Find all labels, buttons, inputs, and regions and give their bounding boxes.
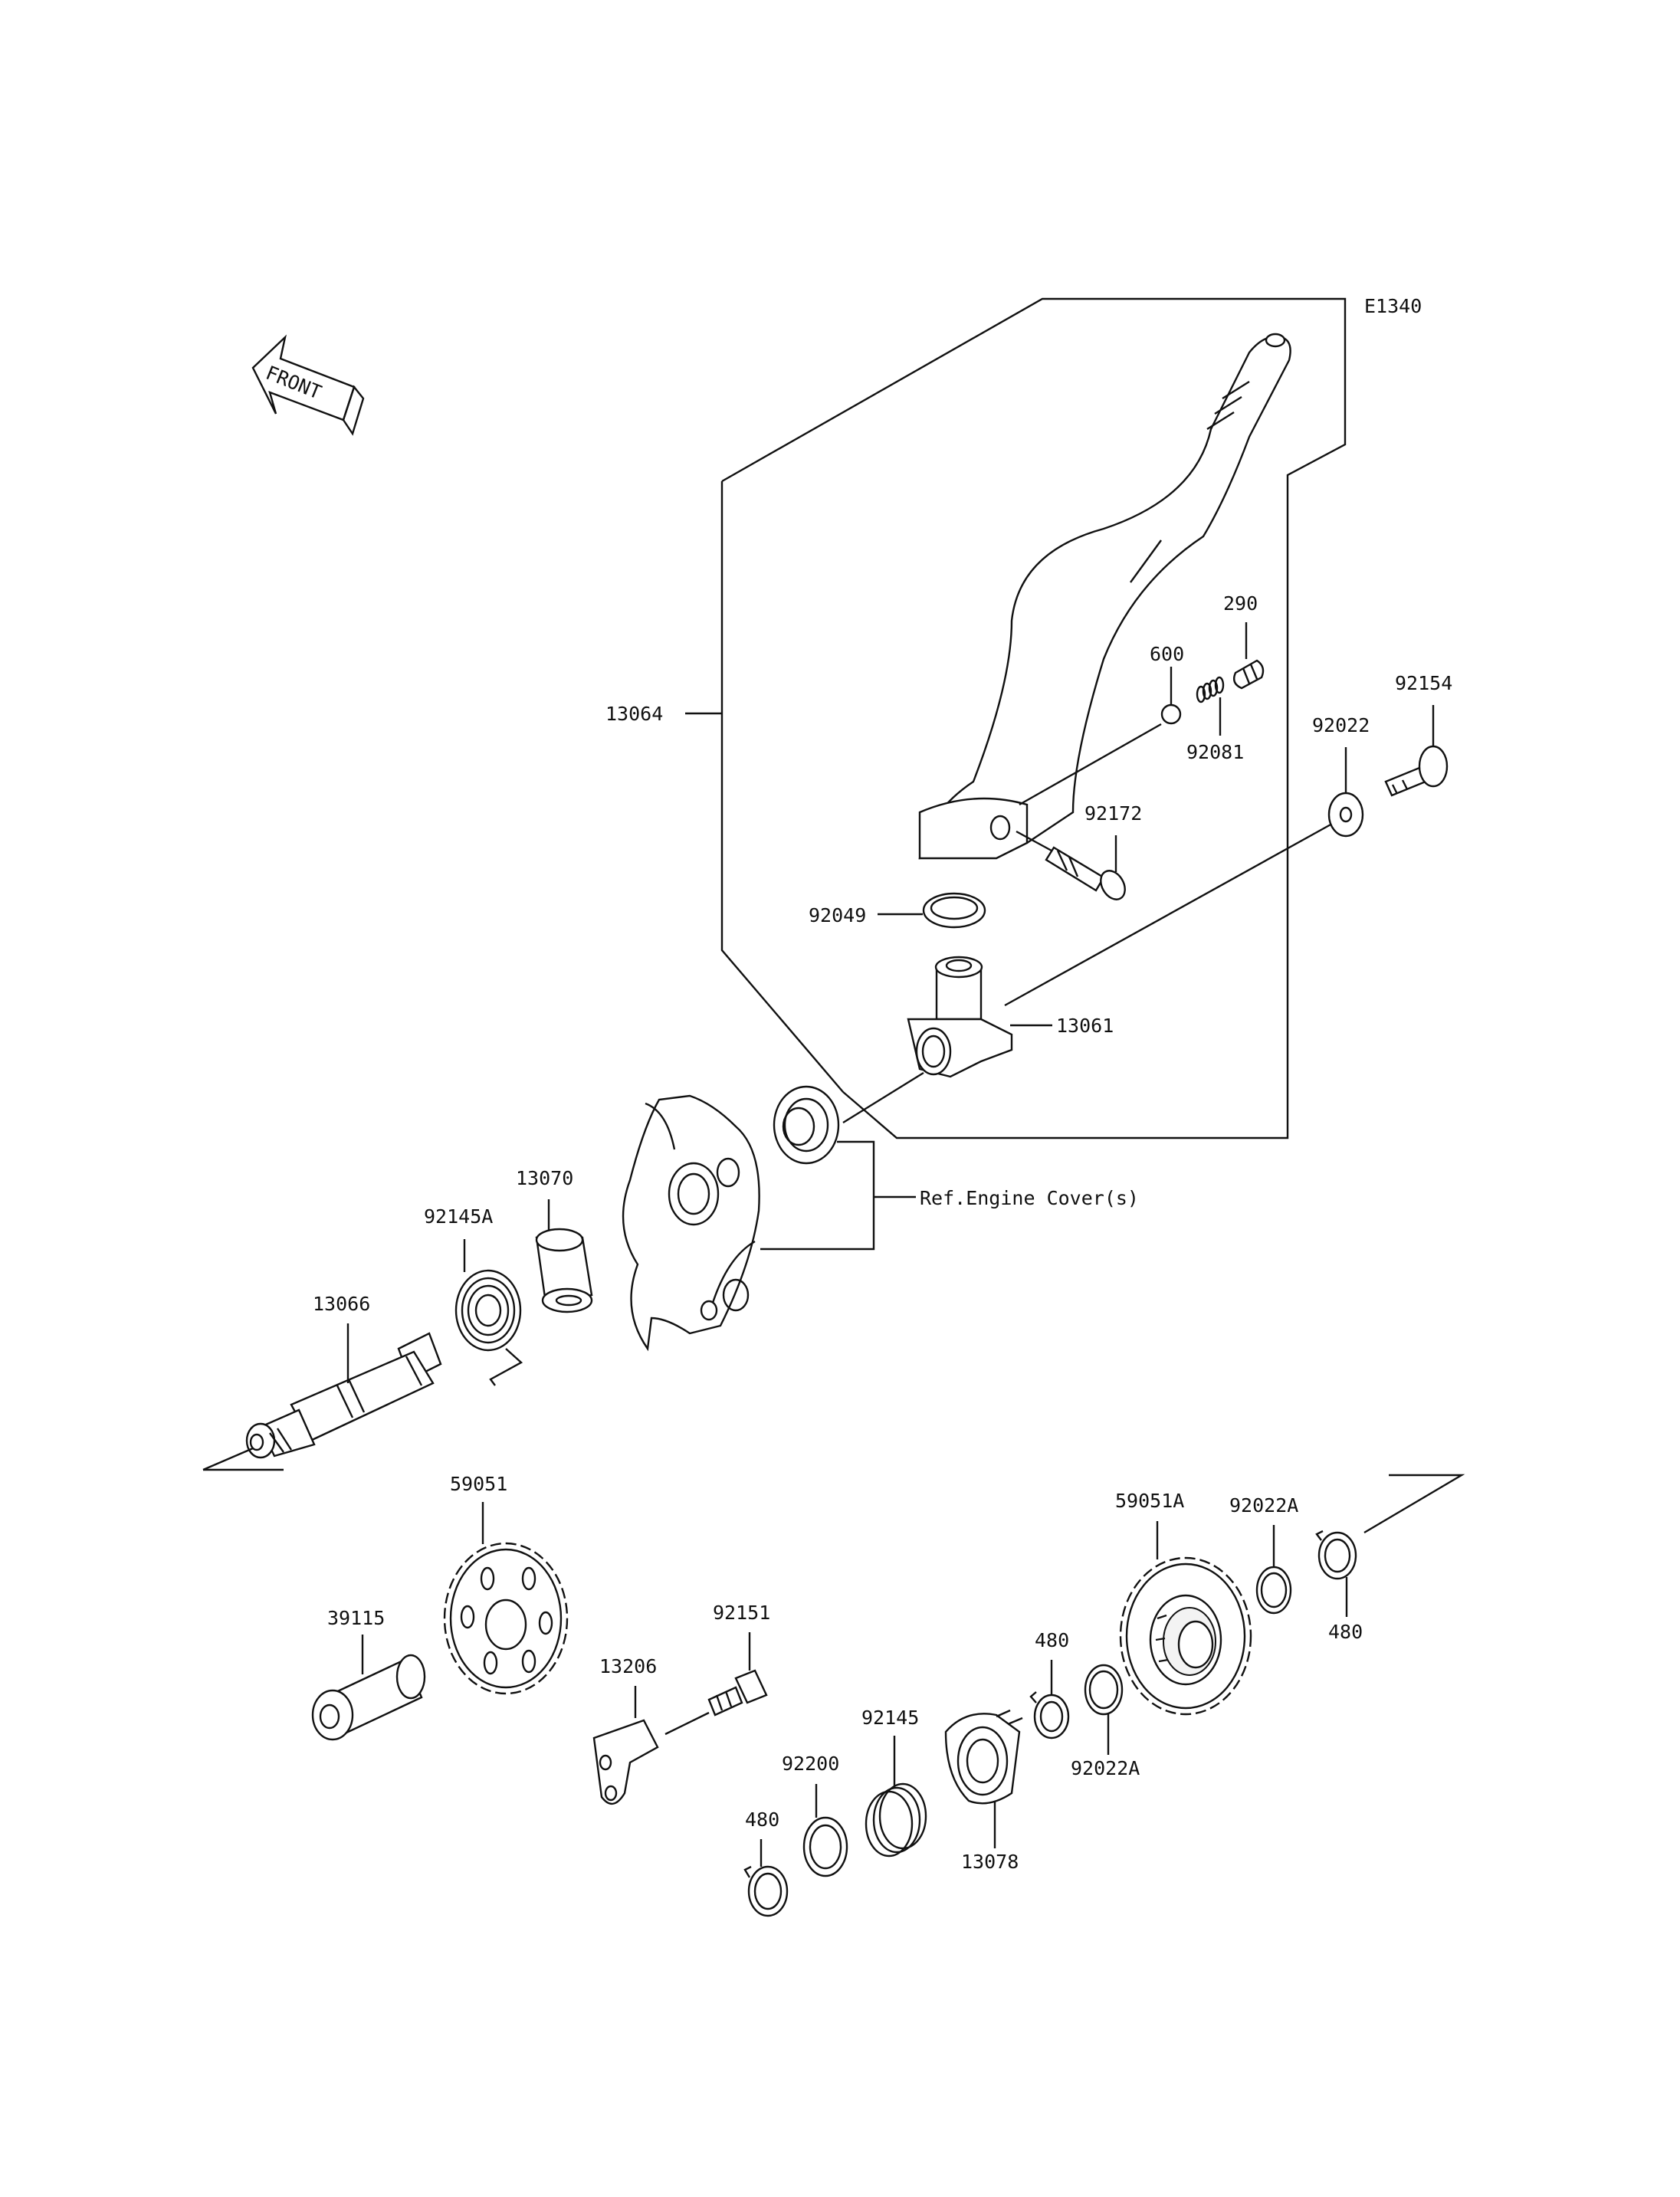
part-label-92022A-b: 92022A (1229, 1494, 1298, 1517)
part-label-290: 290 (1223, 592, 1258, 615)
ref-bracket (760, 1140, 916, 1251)
part-label-59051A: 59051A (1115, 1490, 1184, 1512)
bolt-92154 (1384, 745, 1449, 797)
circlip-480-c (1315, 1530, 1357, 1580)
front-arrow-icon: FRONT (251, 334, 365, 436)
engine-cover (622, 1094, 760, 1352)
part-label-92151: 92151 (713, 1602, 770, 1624)
axis-line-upper (1004, 822, 1333, 1007)
bracket-13206 (592, 1719, 659, 1805)
part-label-92145A: 92145A (424, 1205, 493, 1228)
steel-ball (1160, 703, 1182, 725)
leader-bolt-axis (1016, 830, 1052, 852)
circlip-480-b (1029, 1691, 1070, 1740)
part-label-92172: 92172 (1084, 802, 1142, 825)
pin-290 (1233, 659, 1265, 690)
axis-line-shaft (202, 1447, 254, 1471)
seal-ring-92049 (922, 892, 986, 929)
ref-engine-cover-label: Ref.Engine Cover(s) (920, 1187, 1139, 1209)
part-label-600: 600 (1150, 643, 1184, 665)
part-label-480-b: 480 (1035, 1629, 1069, 1651)
part-label-92145: 92145 (861, 1707, 919, 1729)
part-label-92049: 92049 (809, 904, 866, 926)
part-label-39115: 39115 (327, 1607, 385, 1629)
part-label-480-a: 480 (745, 1808, 779, 1831)
diagram-code: E1340 (1364, 295, 1422, 317)
kick-shaft-13066 (245, 1332, 442, 1459)
kick-pedal-arm (918, 333, 1291, 860)
part-label-13070: 13070 (516, 1167, 573, 1189)
spring-92081 (1196, 676, 1225, 703)
part-label-92081: 92081 (1186, 741, 1244, 763)
axis-line-mid (842, 1071, 924, 1124)
part-label-480-c: 480 (1328, 1621, 1363, 1643)
part-label-92022A-a: 92022A (1071, 1757, 1140, 1779)
oil-seal (773, 1085, 840, 1165)
spring-92145 (865, 1782, 927, 1858)
part-label-92200: 92200 (782, 1753, 839, 1775)
bolt-92172 (1045, 846, 1126, 900)
gear-59051A (1119, 1556, 1252, 1716)
washer-92022A-a (1084, 1664, 1124, 1716)
part-label-13064: 13064 (605, 703, 663, 725)
washer-92022A-b (1255, 1566, 1292, 1615)
gear-59051 (443, 1542, 569, 1695)
kick-boss-13061 (907, 956, 1013, 1078)
shaft-39115 (311, 1654, 426, 1741)
part-label-13078: 13078 (961, 1851, 1019, 1873)
part-label-92022: 92022 (1312, 714, 1370, 736)
washer-92022 (1327, 792, 1364, 838)
part-label-13061: 13061 (1056, 1015, 1114, 1037)
part-label-92154: 92154 (1395, 672, 1452, 694)
circlip-480-a (743, 1865, 789, 1917)
part-label-13066: 13066 (313, 1293, 370, 1315)
axis-line-lower-right (1363, 1474, 1465, 1534)
washer-92200 (802, 1816, 848, 1877)
ratchet-13078 (944, 1709, 1023, 1805)
bolt-92151 (707, 1669, 768, 1717)
spring-92145A (454, 1269, 523, 1386)
group-bracket (720, 297, 1347, 1139)
part-label-13206: 13206 (599, 1655, 657, 1677)
collar-13070 (535, 1228, 593, 1313)
axis-line-92151 (664, 1711, 710, 1736)
part-label-59051: 59051 (450, 1473, 507, 1495)
